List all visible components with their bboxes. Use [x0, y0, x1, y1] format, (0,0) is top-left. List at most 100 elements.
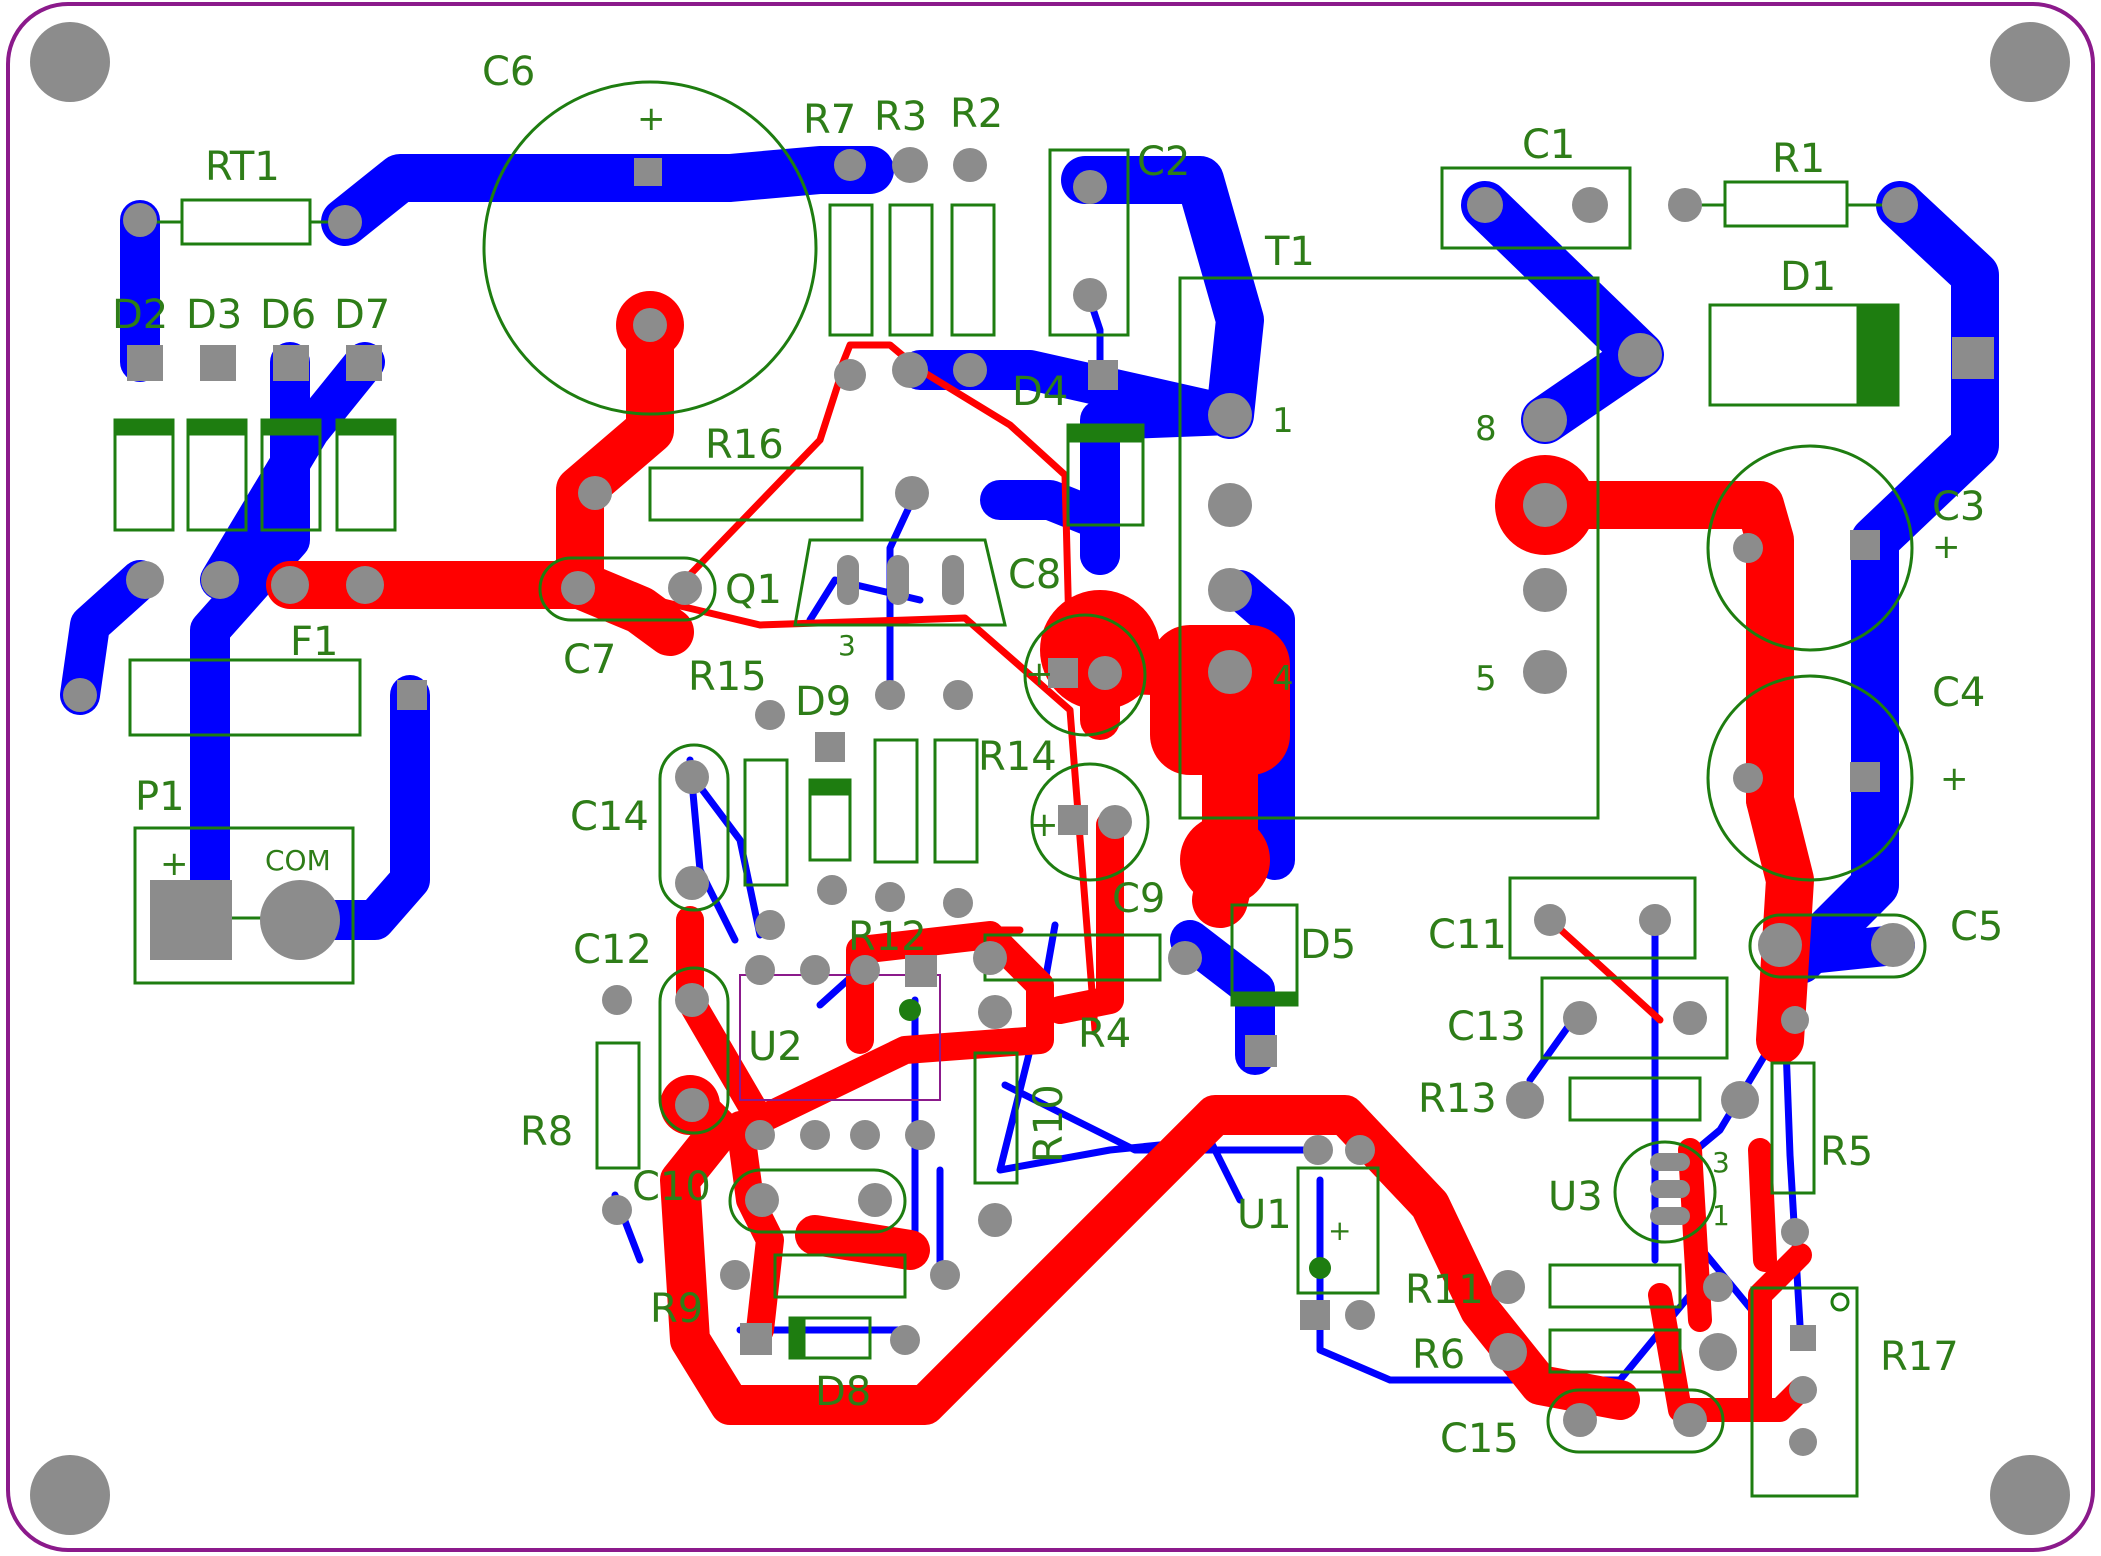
- c15-body: [1546, 1388, 1725, 1454]
- c8-body: [793, 538, 1007, 627]
- c3-body: [1706, 444, 1914, 652]
- r3-body: [888, 203, 934, 337]
- u1-plus-mark: +: [1328, 1214, 1351, 1247]
- label-u3: U3: [1548, 1174, 1603, 1220]
- label-r15: R15: [688, 654, 767, 700]
- label-r11: R11: [1405, 1267, 1484, 1313]
- label-u2: U2: [748, 1024, 803, 1070]
- label-r9: R9: [650, 1286, 703, 1332]
- label-c3: C3: [1932, 484, 1985, 530]
- label-d9: D9: [795, 679, 851, 725]
- label-c12: C12: [573, 927, 652, 973]
- pads: [63, 147, 1994, 1456]
- r13-body: [1568, 1076, 1702, 1122]
- u3-pin3-mark: 3: [1712, 1146, 1730, 1179]
- u3-pin1-mark: 1: [1712, 1199, 1730, 1232]
- mounting-hole: [30, 22, 110, 102]
- label-p1: P1: [135, 774, 185, 820]
- label-u1: U1: [1237, 1192, 1292, 1238]
- label-c5: C5: [1950, 904, 2003, 950]
- label-c10: C10: [632, 1164, 711, 1210]
- label-c6: C6: [482, 49, 535, 95]
- c2-body: [1048, 148, 1130, 337]
- label-r12: R12: [848, 914, 927, 960]
- label-r13: R13: [1418, 1076, 1497, 1122]
- t1-body: [1178, 276, 1600, 820]
- label-d2: D2: [112, 292, 168, 338]
- label-rt1: RT1: [205, 144, 280, 190]
- c9b-plus-mark: +: [1030, 805, 1059, 845]
- c11-body: [1508, 876, 1697, 960]
- c3-plus-mark: +: [1932, 527, 1961, 567]
- c13-body: [1540, 976, 1729, 1060]
- label-r8: R8: [520, 1109, 573, 1155]
- label-d6: D6: [260, 292, 316, 338]
- c1-body: [1440, 166, 1632, 250]
- c6-body: [482, 80, 818, 416]
- label-c9: C9: [1112, 876, 1165, 922]
- label-r16: R16: [705, 422, 784, 468]
- reference-designators: RT1 C6 R7 R3 R2 C2 C1 R1 T1 D1 D2 D3 D6 …: [112, 49, 2003, 1462]
- label-com: COM: [265, 844, 331, 877]
- t1-pin1-mark: 1: [1272, 401, 1294, 441]
- r8-body: [595, 1041, 641, 1170]
- label-c4: C4: [1932, 670, 1985, 716]
- q1-pin3-mark: 3: [838, 629, 856, 662]
- label-r4: R4: [1078, 1011, 1131, 1057]
- u2-pin1-dot: [899, 999, 921, 1021]
- r14a-body: [873, 738, 919, 864]
- u1-pin1-dot: [1309, 1257, 1331, 1279]
- t1-pin4-mark: 4: [1272, 659, 1294, 699]
- label-r5: R5: [1820, 1129, 1873, 1175]
- label-c14: C14: [570, 794, 649, 840]
- label-d8: D8: [815, 1369, 871, 1415]
- label-c8: C8: [1008, 552, 1061, 598]
- r15-body: [743, 758, 789, 887]
- c10-body: [728, 1168, 907, 1234]
- c6-plus-mark: +: [637, 99, 666, 139]
- label-t1: T1: [1264, 229, 1315, 275]
- copper-pads-red: [616, 291, 1595, 1135]
- label-r2: R2: [950, 91, 1003, 137]
- mounting-holes: [30, 22, 2070, 1535]
- u3-body: [1613, 1140, 1717, 1244]
- f1-body: [128, 658, 362, 737]
- label-r10: R10: [1026, 1084, 1072, 1163]
- label-c7: C7: [563, 637, 616, 683]
- c12-body: [658, 966, 730, 1135]
- label-d1: D1: [1780, 254, 1836, 300]
- label-d5: D5: [1300, 922, 1356, 968]
- label-r1: R1: [1772, 136, 1825, 182]
- label-r7: R7: [803, 97, 856, 143]
- label-d3: D3: [186, 292, 242, 338]
- label-c11: C11: [1428, 912, 1507, 958]
- c7-body: [538, 556, 717, 622]
- label-q1: Q1: [725, 567, 782, 613]
- r16-body: [648, 466, 864, 522]
- label-c2: C2: [1137, 139, 1190, 185]
- mounting-hole: [1990, 1455, 2070, 1535]
- c14-body: [658, 743, 730, 912]
- label-r6: R6: [1412, 1332, 1465, 1378]
- r10-body: [973, 1051, 1019, 1185]
- label-d4: D4: [1012, 369, 1068, 415]
- r6-body: [1548, 1328, 1682, 1374]
- p1-plus-mark: +: [160, 844, 189, 884]
- label-r14: R14: [978, 734, 1057, 780]
- r11-body: [1548, 1263, 1682, 1309]
- bottom-copper: [60, 146, 1999, 1384]
- r17-body: [1750, 1286, 1859, 1498]
- c4-plus-mark: +: [1940, 759, 1969, 799]
- label-d7: D7: [334, 292, 390, 338]
- r5-body: [1770, 1061, 1816, 1195]
- label-r3: R3: [874, 94, 927, 140]
- pin-marks: 1 8 4 5 3 3 1 + + + + + + +: [160, 99, 1969, 1247]
- r7-body: [828, 203, 874, 337]
- r14b-body: [933, 738, 979, 864]
- r9-body: [773, 1253, 907, 1299]
- c9-plus-mark: +: [1025, 654, 1054, 694]
- mounting-hole: [30, 1455, 110, 1535]
- c5-body: [1748, 913, 1927, 979]
- c9-body: [1023, 613, 1147, 737]
